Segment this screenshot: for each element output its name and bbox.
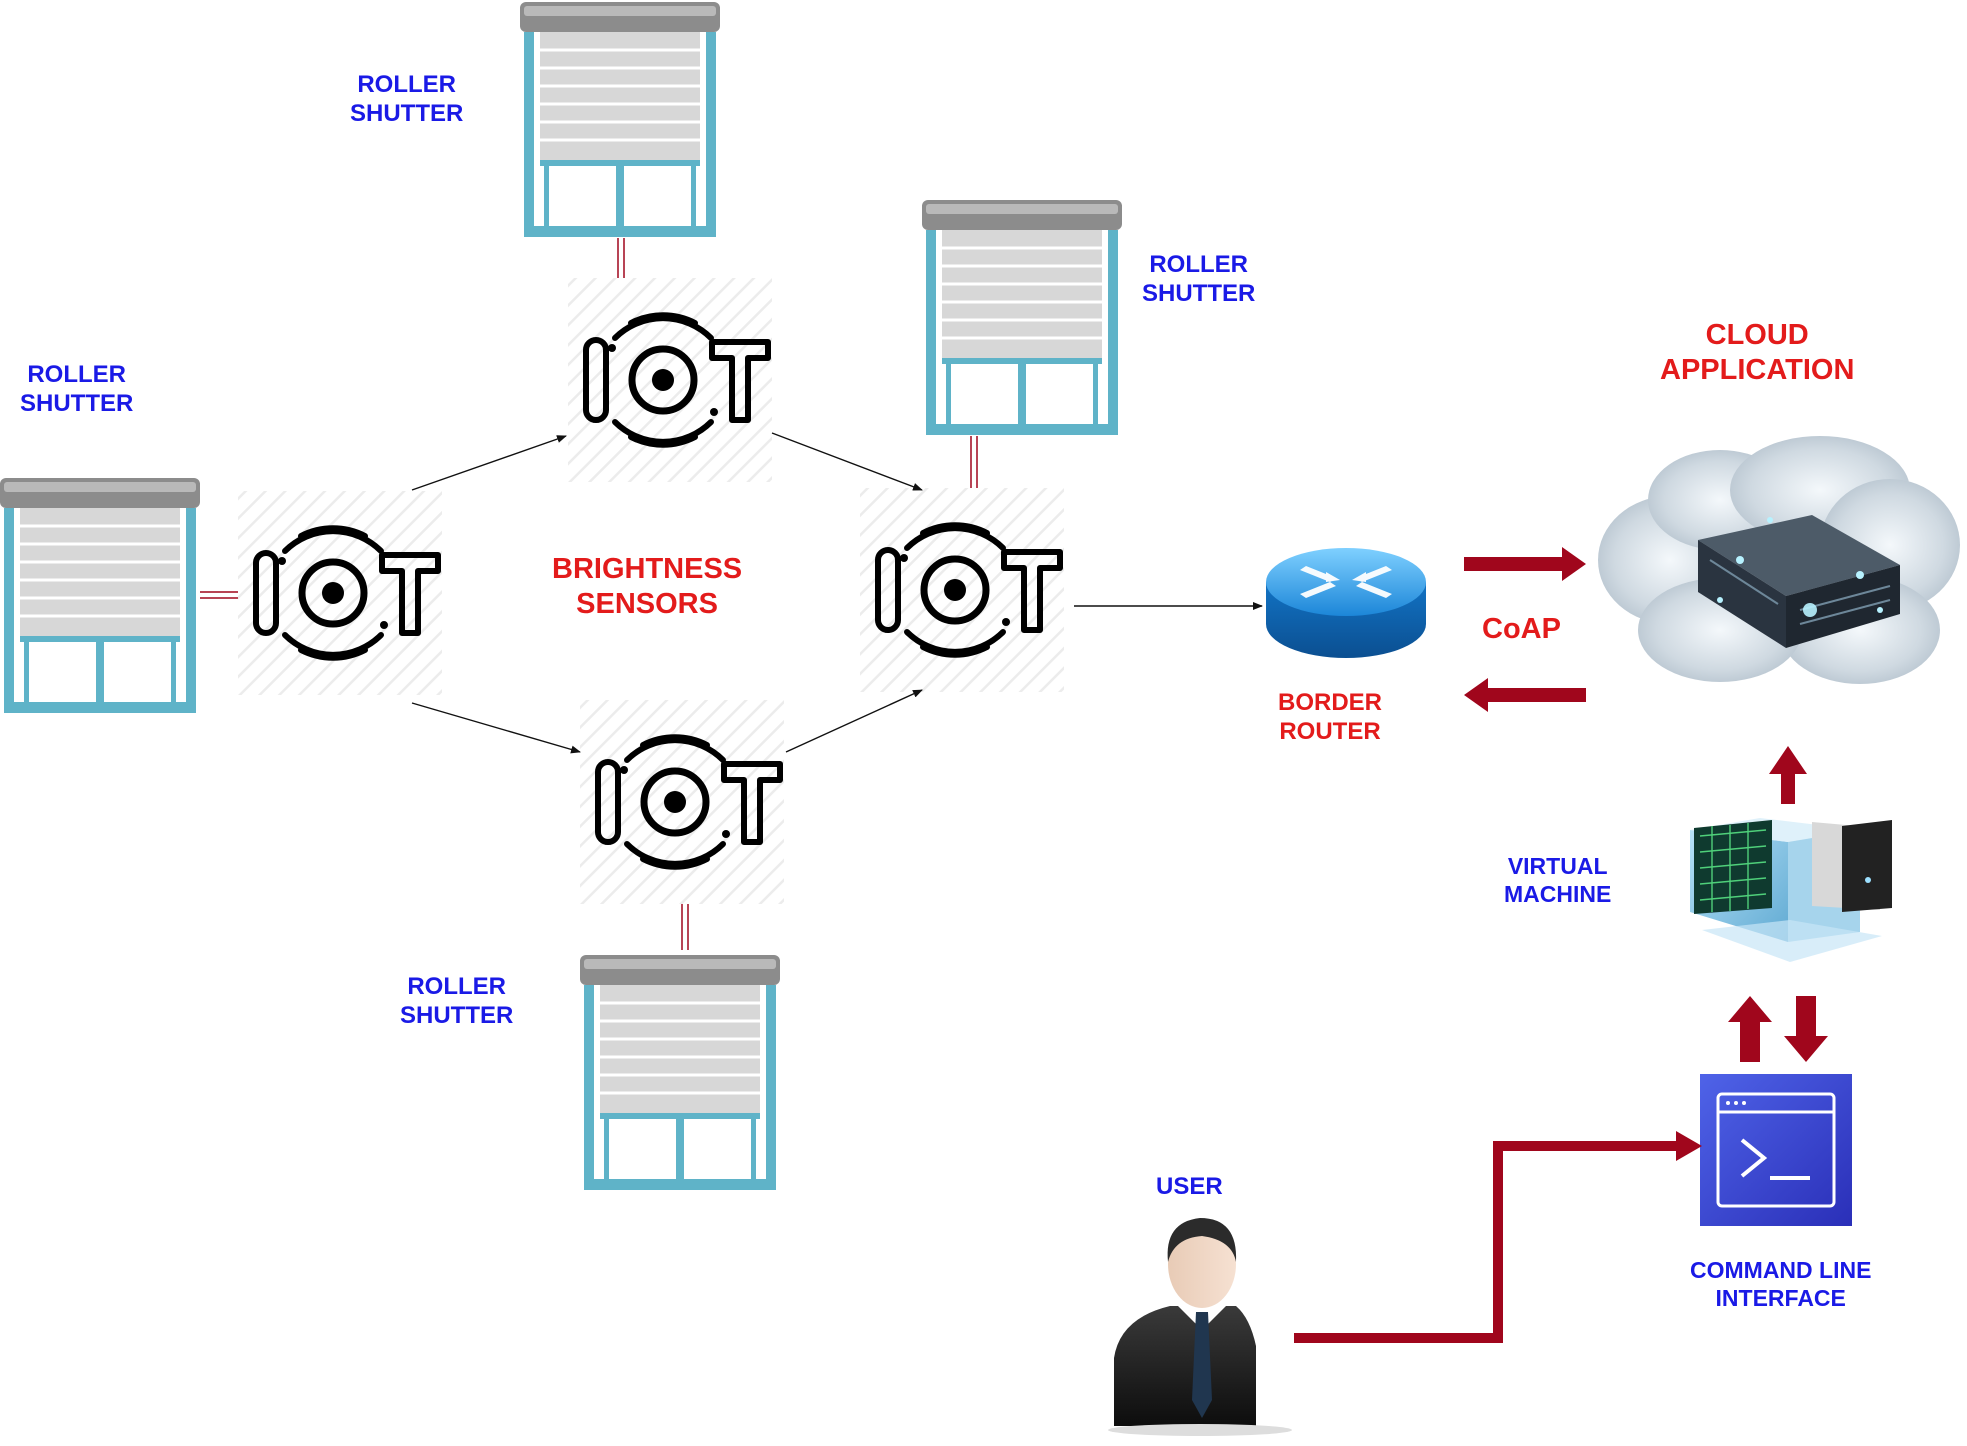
label-border-router: BORDER ROUTER bbox=[1278, 688, 1382, 747]
coap-arrows bbox=[1464, 547, 1586, 712]
shutter-connectors bbox=[200, 238, 978, 950]
border-router-icon bbox=[1266, 548, 1426, 658]
iot-sensor-icon-right bbox=[860, 488, 1064, 692]
virtual-machine-icon bbox=[1690, 818, 1892, 962]
label-roller-shutter-right: ROLLER SHUTTER bbox=[1142, 250, 1255, 309]
label-brightness-sensors: BRIGHTNESS SENSORS bbox=[552, 552, 742, 623]
mesh-links bbox=[411, 432, 1263, 754]
cloud-server-icon bbox=[1598, 436, 1960, 684]
iot-sensor-icon-top bbox=[568, 278, 772, 482]
label-roller-shutter-bottom: ROLLER SHUTTER bbox=[400, 972, 513, 1031]
roller-shutter-window-top bbox=[518, 0, 722, 239]
roller-shutter-window-left bbox=[0, 476, 202, 715]
label-roller-shutter-top: ROLLER SHUTTER bbox=[350, 70, 463, 129]
label-line: SHUTTER bbox=[20, 390, 134, 418]
label-cloud-application: CLOUD APPLICATION bbox=[1660, 318, 1854, 389]
label-coap: CoAP bbox=[1482, 613, 1561, 645]
terminal-icon bbox=[1700, 1074, 1852, 1226]
label-user: USER bbox=[1156, 1173, 1223, 1200]
label-line: ROLLER bbox=[1149, 251, 1248, 278]
roller-shutter-window-bottom bbox=[578, 953, 782, 1192]
label-roller-shutter-left: ROLLER SHUTTER bbox=[20, 360, 133, 419]
label-line: ROLLER bbox=[357, 71, 456, 98]
label-line: ROLLER bbox=[407, 973, 506, 1000]
label-line: ROUTER bbox=[1279, 718, 1381, 746]
label-line: MACHINE bbox=[1504, 881, 1612, 908]
iot-sensor-icon-left bbox=[238, 491, 442, 695]
label-line: INTERFACE bbox=[1715, 1285, 1846, 1312]
user-to-cli-arrow bbox=[1294, 1131, 1702, 1343]
arrow-to-cloud bbox=[1464, 547, 1586, 581]
label-command-line-interface: COMMAND LINE INTERFACE bbox=[1690, 1256, 1871, 1312]
arrow-vm-to-cloud bbox=[1769, 746, 1807, 804]
label-line: COMMAND LINE bbox=[1690, 1257, 1872, 1283]
label-line: APPLICATION bbox=[1660, 354, 1855, 387]
roller-shutter-window-right bbox=[920, 198, 1124, 437]
label-line: BRIGHTNESS bbox=[552, 553, 743, 585]
iot-sensor-icon-bottom bbox=[580, 700, 784, 904]
label-line: SENSORS bbox=[576, 588, 718, 621]
arrow-from-cloud bbox=[1464, 678, 1586, 712]
label-line: ROLLER bbox=[27, 361, 126, 388]
label-line: SHUTTER bbox=[350, 100, 464, 128]
label-virtual-machine: VIRTUAL MACHINE bbox=[1504, 852, 1611, 908]
label-line: CLOUD bbox=[1705, 319, 1809, 351]
label-line: VIRTUAL bbox=[1507, 853, 1608, 879]
label-line: SHUTTER bbox=[400, 1002, 514, 1030]
label-line: SHUTTER bbox=[1142, 280, 1256, 308]
vm-cli-arrows bbox=[1728, 996, 1828, 1062]
label-line: BORDER bbox=[1278, 689, 1383, 716]
user-avatar-icon bbox=[1108, 1218, 1292, 1436]
